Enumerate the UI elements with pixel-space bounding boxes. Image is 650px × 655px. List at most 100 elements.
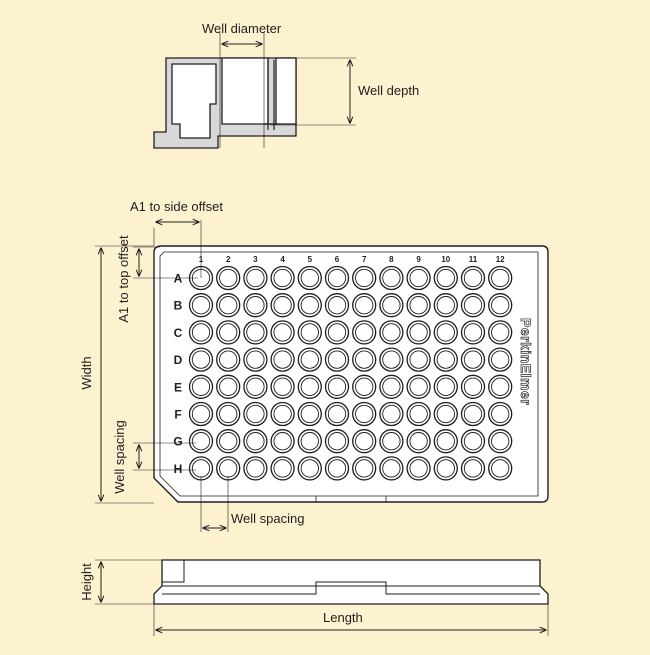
well-E2: [216, 374, 241, 399]
well-inner-ring: [355, 268, 374, 288]
well-cross-section: [153, 57, 297, 149]
well-inner-ring: [491, 268, 510, 288]
well-inner-ring: [273, 404, 292, 424]
well-inner-ring: [191, 296, 211, 315]
plate-side-view: [153, 559, 549, 605]
well-inner-ring: [327, 377, 347, 396]
a1-side-offset-label: A1 to side offset: [130, 199, 223, 214]
row-label: D: [174, 353, 183, 367]
well-E11: [460, 374, 486, 399]
well-D11: [460, 347, 486, 372]
well-G9: [406, 429, 431, 454]
well-B1: [188, 293, 214, 318]
well-D10: [433, 347, 458, 372]
well-G7: [352, 429, 377, 454]
well-E9: [406, 374, 431, 399]
plate-guides: [95, 220, 229, 532]
well-inner-ring: [191, 323, 211, 342]
column-label: 5: [308, 255, 313, 264]
row-label: B: [174, 299, 183, 313]
well-G6: [324, 429, 350, 454]
well-E10: [433, 374, 458, 399]
well-inner-ring: [219, 432, 238, 451]
well-C5: [297, 320, 322, 345]
well-inner-ring: [409, 459, 428, 478]
column-label: 6: [335, 255, 340, 264]
well-inner-ring: [273, 268, 292, 288]
well-D5: [297, 347, 322, 372]
well-inner-ring: [300, 268, 319, 288]
well-E12: [488, 374, 513, 399]
well-H7: [352, 456, 377, 481]
well-inner-ring: [491, 323, 510, 342]
column-label: 7: [362, 255, 367, 264]
well-A12: [488, 265, 513, 291]
well-inner-ring: [409, 350, 428, 369]
section-well-cavity: [221, 57, 269, 125]
well-H3: [243, 456, 268, 481]
well-inner-ring: [355, 404, 374, 424]
well-inner-ring: [409, 432, 428, 451]
well-inner-ring: [246, 404, 265, 424]
well-inner-ring: [327, 268, 347, 288]
well-inner-ring: [382, 377, 401, 396]
well-inner-ring: [246, 432, 265, 451]
well-C9: [406, 320, 431, 345]
well-inner-ring: [273, 377, 292, 396]
brand-logo-text: PerkinElmer: [518, 318, 534, 405]
well-inner-ring: [327, 459, 347, 478]
well-B5: [297, 293, 322, 318]
well-D2: [216, 347, 241, 372]
well-inner-ring: [300, 296, 319, 315]
well-inner-ring: [219, 296, 238, 315]
well-inner-ring: [219, 377, 238, 396]
well-G3: [243, 429, 268, 454]
well-inner-ring: [382, 459, 401, 478]
well-inner-ring: [382, 268, 401, 288]
well-inner-ring: [409, 268, 428, 288]
well-H4: [270, 456, 295, 481]
well-inner-ring: [463, 296, 483, 315]
well-F12: [488, 401, 513, 427]
well-inner-ring: [436, 296, 455, 315]
well-G8: [379, 429, 404, 454]
well-inner-ring: [219, 268, 238, 288]
well-inner-ring: [436, 350, 455, 369]
row-label: C: [174, 326, 183, 340]
well-inner-ring: [409, 377, 428, 396]
well-inner-ring: [327, 350, 347, 369]
well-inner-ring: [463, 432, 483, 451]
well-inner-ring: [273, 296, 292, 315]
well-inner-ring: [191, 404, 211, 424]
well-spacing-horizontal-label: Well spacing: [231, 511, 304, 526]
well-B3: [243, 293, 268, 318]
column-label: 9: [416, 255, 421, 264]
well-A7: [352, 265, 377, 291]
well-inner-ring: [191, 350, 211, 369]
well-inner-ring: [409, 323, 428, 342]
well-D8: [379, 347, 404, 372]
well-D6: [324, 347, 350, 372]
well-inner-ring: [246, 377, 265, 396]
column-label: 3: [253, 255, 258, 264]
well-B11: [460, 293, 486, 318]
well-G12: [488, 429, 513, 454]
well-inner-ring: [273, 323, 292, 342]
well-H6: [324, 456, 350, 481]
well-D3: [243, 347, 268, 372]
well-inner-ring: [327, 432, 347, 451]
well-C8: [379, 320, 404, 345]
well-inner-ring: [327, 323, 347, 342]
well-inner-ring: [246, 323, 265, 342]
well-H12: [488, 456, 513, 481]
well-inner-ring: [463, 459, 483, 478]
plate-outline: [153, 245, 549, 503]
well-H5: [297, 456, 322, 481]
well-inner-ring: [409, 404, 428, 424]
well-inner-ring: [300, 350, 319, 369]
well-inner-ring: [355, 323, 374, 342]
well-G2: [216, 429, 241, 454]
well-F9: [406, 401, 431, 427]
